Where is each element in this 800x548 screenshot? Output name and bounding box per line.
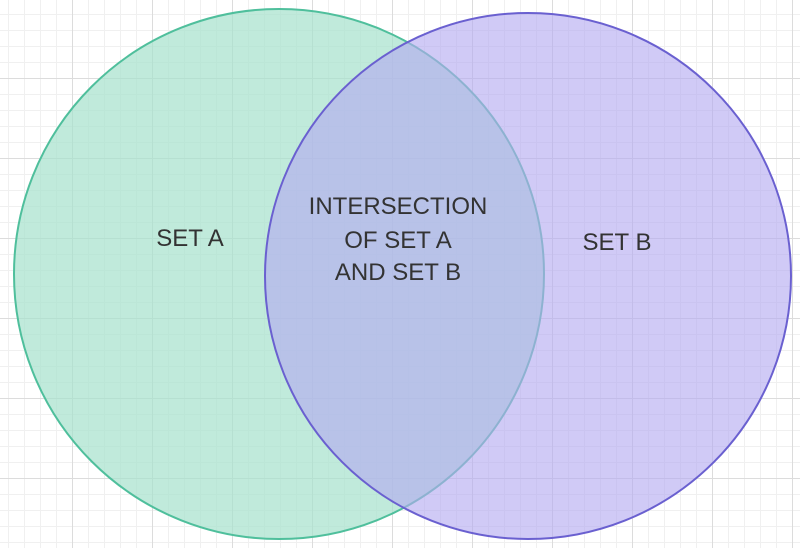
intersection-label-line-2: OF SET A (344, 227, 452, 254)
intersection-label-line-1: INTERSECTION (309, 193, 488, 220)
set-b-label: SET B (583, 229, 652, 256)
set-a-label: SET A (156, 225, 224, 252)
set-b-circle (264, 12, 792, 540)
intersection-label-line-3: AND SET B (335, 259, 461, 286)
